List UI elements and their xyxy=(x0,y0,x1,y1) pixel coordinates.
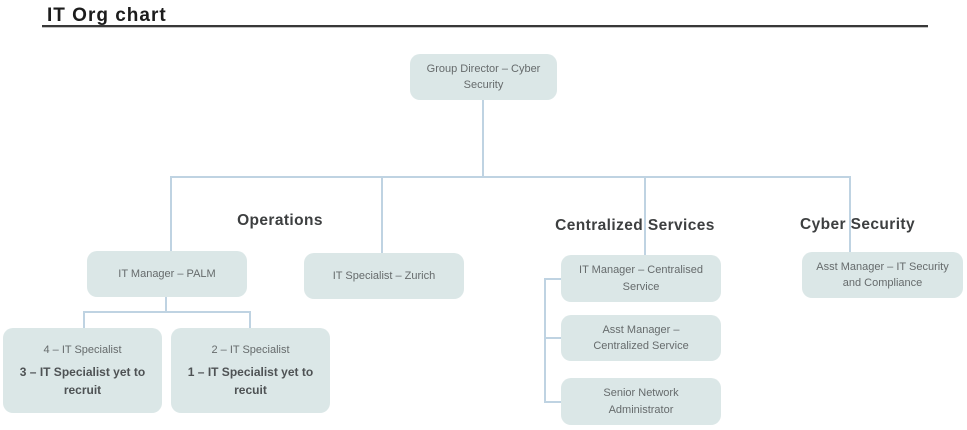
connector-drop-palm xyxy=(170,176,172,252)
connector-drop-zurich xyxy=(381,176,383,254)
page-title: IT Org chart xyxy=(47,5,167,26)
node-it-specialists-group-2: 2 – IT Specialist 1 – IT Specialist yet … xyxy=(171,328,330,413)
node-senior-network-administrator: Senior Network Administrator xyxy=(561,378,721,425)
node-label-line2: 1 – IT Specialist yet to recuit xyxy=(187,365,314,398)
connector-drop-specialists-2 xyxy=(249,311,251,329)
connector-stub-it-manager-centralised xyxy=(544,278,562,280)
connector-stub-senior-network-admin xyxy=(544,401,562,403)
connector-drop-cyber xyxy=(849,176,851,253)
node-it-specialists-group-1: 4 – IT Specialist 3 – IT Specialist yet … xyxy=(3,328,162,413)
connector-main-horizontal xyxy=(170,176,851,178)
title-underline xyxy=(42,25,928,27)
connector-drop-specialists-1 xyxy=(83,311,85,329)
section-header-cyber-security: Cyber Security xyxy=(799,216,915,233)
node-label: IT Manager – Centralised Service xyxy=(579,264,703,293)
connector-centralized-bracket xyxy=(544,278,546,403)
node-asst-manager-it-security: Asst Manager – IT Security and Complianc… xyxy=(802,252,963,298)
node-group-director-cyber-security: Group Director – Cyber Security xyxy=(410,54,557,100)
node-label: Asst Manager – IT Security and Complianc… xyxy=(816,260,949,290)
node-label-line1: 4 – IT Specialist xyxy=(43,343,122,356)
node-asst-manager-centralized-service: Asst Manager – Centralized Service xyxy=(561,315,721,361)
connector-palm-horizontal xyxy=(83,311,251,313)
node-label-line2: 3 – IT Specialist yet to recruit xyxy=(19,365,146,398)
connector-drop-centralised xyxy=(644,176,646,256)
node-label: IT Manager – PALM xyxy=(118,267,216,280)
node-label-line1: 2 – IT Specialist xyxy=(211,343,290,356)
connector-palm-down xyxy=(165,297,167,313)
node-label: Asst Manager – Centralized Service xyxy=(593,323,689,353)
connector-root-drop xyxy=(482,100,484,177)
node-it-specialist-zurich: IT Specialist – Zurich xyxy=(304,253,464,299)
connector-stub-asst-manager-centralized xyxy=(544,337,562,339)
node-it-manager-palm: IT Manager – PALM xyxy=(87,251,247,297)
node-it-manager-centralised-service: IT Manager – Centralised Service xyxy=(561,255,721,302)
node-label: Group Director – Cyber Security xyxy=(426,62,541,92)
section-header-centralized-services: Centralized Services xyxy=(555,217,715,234)
section-header-operations: Operations xyxy=(237,212,323,229)
node-label: IT Specialist – Zurich xyxy=(332,269,436,282)
node-label: Senior Network Administrator xyxy=(603,387,679,416)
